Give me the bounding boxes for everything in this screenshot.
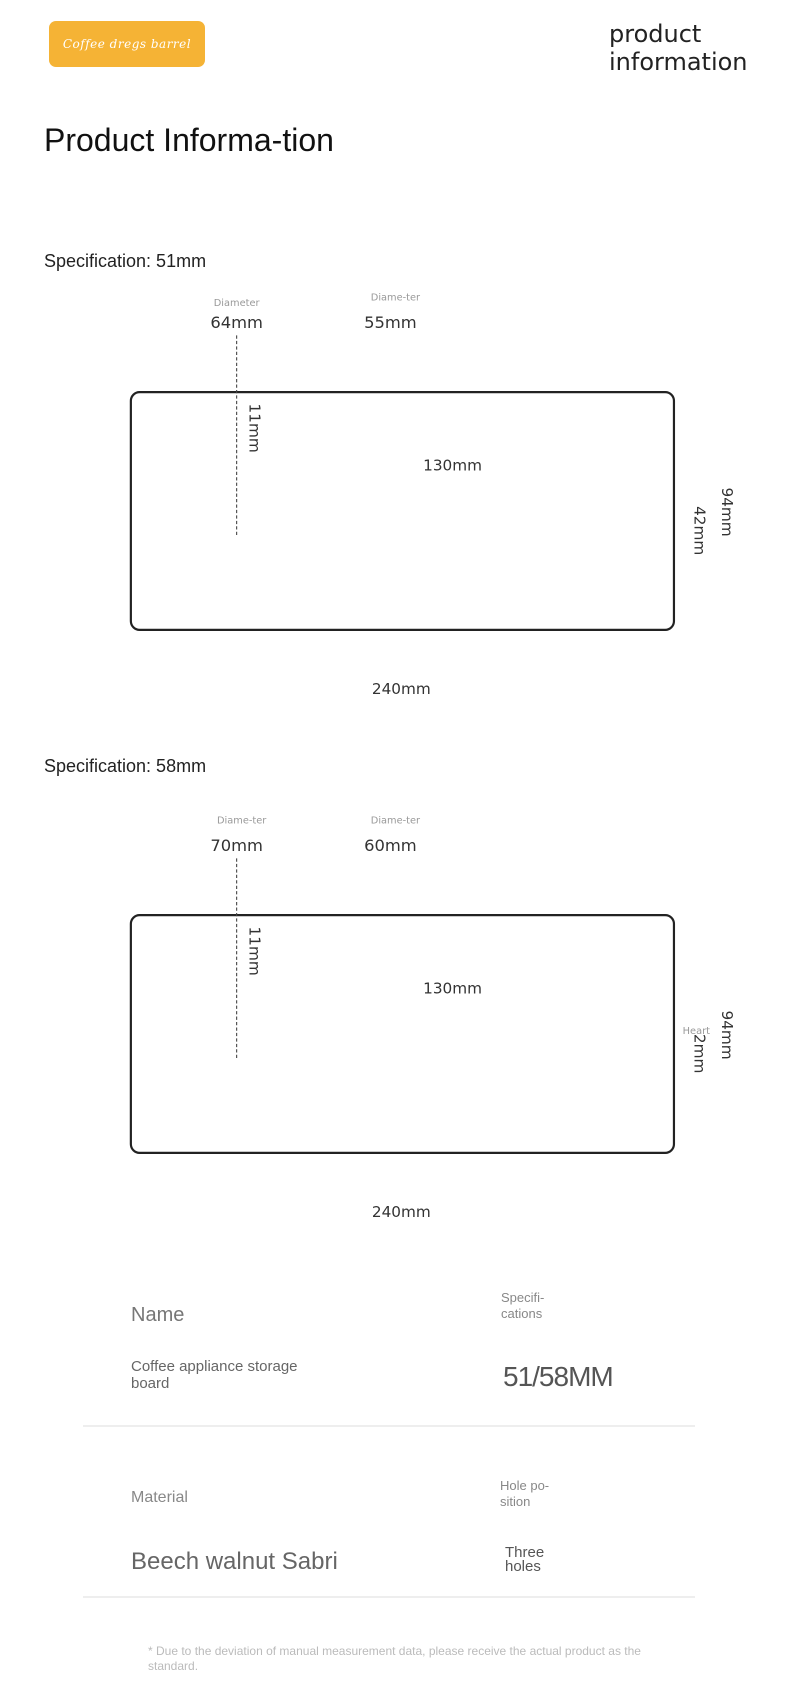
material-label: Material xyxy=(131,1489,188,1506)
board-width: 240mm xyxy=(372,680,431,698)
mid-diameter: 55mm xyxy=(364,313,417,332)
board-width: 240mm xyxy=(372,1203,431,1221)
left-caption: Diame-ter xyxy=(217,816,267,827)
left-diameter: 64mm xyxy=(210,313,263,332)
divider xyxy=(83,1425,695,1427)
mid-diameter: 60mm xyxy=(364,836,417,855)
corner-title-line1: product xyxy=(609,20,702,48)
material-value: Beech walnut Sabri xyxy=(131,1548,338,1575)
spec-label-58: Specification: 58mm xyxy=(44,756,207,776)
side-caption: Heart xyxy=(683,1026,710,1037)
divider xyxy=(83,1596,695,1598)
corner-title-line2: information xyxy=(609,48,748,76)
diagram-58mm: Diame-ter 70mm Diame-ter 60mm 11mm 130mm… xyxy=(129,816,736,1221)
slot-length: 130mm xyxy=(423,980,482,998)
spec-label-51: Specification: 51mm xyxy=(44,251,207,271)
corner-title: product information xyxy=(609,20,748,76)
board-outline xyxy=(129,914,676,1154)
dimension-line xyxy=(129,914,676,1154)
board-drawing xyxy=(129,858,676,1154)
side-height: 42mm xyxy=(691,506,709,555)
name-value: Coffee appliance storage board xyxy=(131,1358,298,1392)
footnote: * Due to the deviation of manual measure… xyxy=(148,1644,641,1673)
logo-text: Coffee dregs barrel xyxy=(62,37,192,51)
board-height: 94mm xyxy=(718,488,736,537)
dimension-line xyxy=(129,391,676,631)
hole-label: Hole po-sition xyxy=(500,1478,550,1509)
hole-value: Three holes xyxy=(505,1544,545,1575)
side-height: 2mm xyxy=(691,1034,709,1073)
left-diameter: 70mm xyxy=(210,836,263,855)
slot-height: 11mm xyxy=(246,404,264,453)
slot-length: 130mm xyxy=(423,457,482,475)
brand-logo: Coffee dregs barrel xyxy=(49,21,205,67)
mid-caption: Diame-ter xyxy=(371,293,421,304)
slot-height: 11mm xyxy=(246,927,264,976)
spec-label: Specifi-cations xyxy=(501,1290,545,1321)
page-title: Product Informa-tion xyxy=(44,122,334,158)
spec-value: 51/58MM xyxy=(503,1361,614,1392)
mid-caption: Diame-ter xyxy=(371,816,421,827)
name-label: Name xyxy=(131,1304,185,1326)
left-caption: Diameter xyxy=(214,298,261,309)
board-height: 94mm xyxy=(718,1011,736,1060)
diagram-51mm: Diameter 64mm Diame-ter 55mm 11mm 130mm … xyxy=(129,293,736,698)
board-drawing xyxy=(129,335,676,631)
board-outline xyxy=(129,391,676,631)
